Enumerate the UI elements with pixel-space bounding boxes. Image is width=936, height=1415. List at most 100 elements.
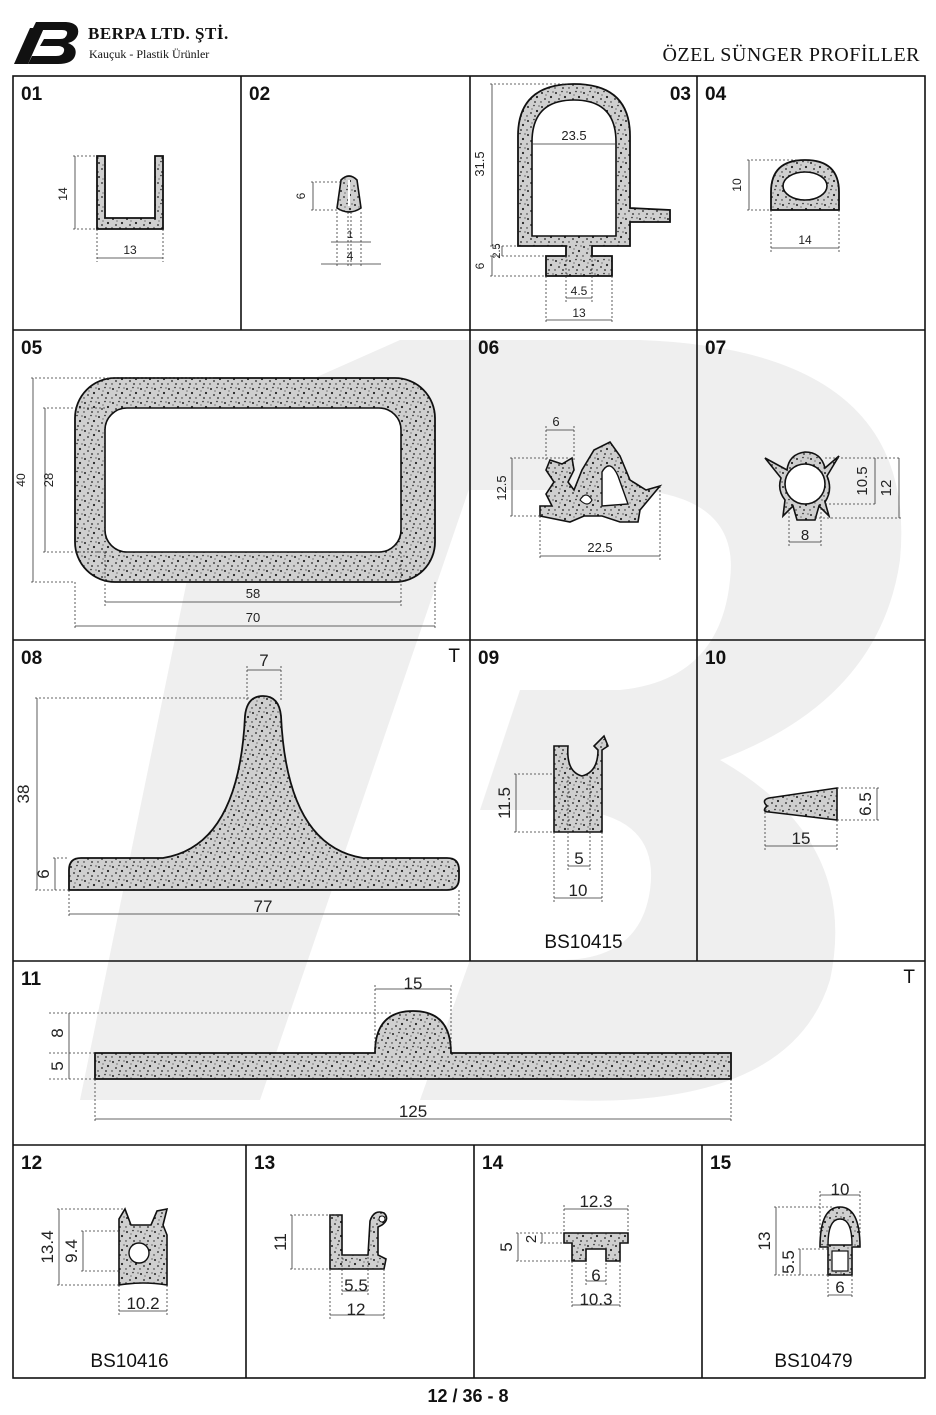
dimension-label: 10.5 (854, 466, 871, 495)
profile-drawing-12: 13.4 9.4 10.2 (38, 1207, 169, 1315)
berpa-logo-icon (14, 22, 79, 64)
dimension-label: 6 (835, 1278, 844, 1297)
page-title: ÖZEL SÜNGER PROFİLLER (662, 44, 920, 66)
profile-number: 11 (21, 969, 42, 990)
dimension-label: 12.5 (494, 475, 509, 500)
dimension-label: 14 (56, 187, 70, 201)
profile-drawing-08: 7 38 6 77 (14, 651, 460, 918)
company-tagline: Kauçuk - Plastik Ürünler (89, 47, 210, 61)
profile-mark: T (448, 646, 460, 667)
dimension-label: 15 (792, 829, 811, 848)
dimension-label: 6 (34, 869, 53, 878)
dimension-label: 6 (591, 1266, 600, 1285)
profile-drawing-05: 40 28 58 70 (14, 377, 436, 628)
dimension-label: 4 (347, 249, 354, 263)
profile-number: 05 (21, 338, 43, 359)
dimension-label: 8 (801, 527, 809, 544)
dimension-label: 11.5 (495, 787, 514, 819)
product-code: BS10416 (90, 1351, 169, 1372)
dimension-label: 10.3 (579, 1290, 612, 1309)
profile-number: 02 (249, 84, 271, 105)
page-number: 12 / 36 - 8 (427, 1386, 509, 1406)
profile-number: 09 (478, 648, 500, 669)
dimension-label: 58 (246, 586, 260, 601)
dimension-label: 13.4 (38, 1230, 57, 1263)
dimension-label: 5 (574, 849, 583, 868)
profile-drawing-06: 6 12.5 22.5 (494, 414, 663, 560)
dimension-label: 12 (878, 480, 895, 497)
dimension-label: 2 (523, 1235, 540, 1243)
dimension-label: 6 (552, 414, 559, 429)
dimension-label: 10.2 (126, 1294, 159, 1313)
profile-cell-09: 09 BS10415 11.5 5 10 (470, 640, 697, 961)
profile-number: 13 (254, 1153, 276, 1174)
dimension-label: 12.3 (579, 1192, 612, 1211)
dimension-label: 70 (246, 610, 260, 625)
profile-number: 10 (705, 648, 727, 669)
profile-cell-02: 02 6 1 4 (241, 76, 470, 330)
profile-drawing-09: 11.5 5 10 (495, 734, 609, 902)
dimension-label: 5 (497, 1242, 516, 1251)
profile-drawing-10: 6.5 15 (763, 787, 881, 850)
dimension-label: 5.5 (344, 1276, 368, 1295)
profile-drawing-02: 6 1 4 (294, 175, 381, 266)
profile-number: 08 (21, 648, 43, 669)
dimension-label: 22.5 (587, 540, 612, 555)
profile-drawing-13: 11 5.5 12 (271, 1211, 388, 1319)
dimension-label: 28 (41, 473, 56, 487)
profile-cell-13: 13 11 5.5 12 (246, 1145, 474, 1378)
dimension-label: 6 (473, 262, 487, 269)
dimension-label: 40 (14, 473, 28, 487)
profile-number: 12 (21, 1153, 43, 1174)
dimension-label: 9.4 (62, 1239, 81, 1263)
dimension-label: 5 (48, 1061, 67, 1070)
dimension-label: 11 (271, 1233, 290, 1251)
dimension-label: 77 (254, 897, 273, 916)
profile-cell-04: 04 10 14 (697, 76, 925, 330)
profile-number: 01 (21, 84, 43, 105)
profile-cell-14: 14 12.3 2 5 6 10.3 (474, 1145, 702, 1378)
dimension-label: 38 (14, 785, 33, 804)
profile-drawing-15: 10 13 5.5 6 (755, 1180, 861, 1299)
profile-drawing-11: 15 8 5 125 (48, 974, 732, 1123)
dimension-label: 10 (730, 178, 744, 192)
dimension-label: 7 (259, 651, 268, 670)
profile-drawing-01: 14 13 (56, 155, 164, 262)
profile-cell-06: 06 6 12.5 22.5 (470, 330, 697, 640)
dimension-label: 2.5 (491, 243, 503, 258)
dimension-label: 6 (294, 192, 308, 199)
page-header: BERPA LTD. ŞTİ. Kauçuk - Plastik Ürünler… (0, 0, 936, 76)
product-code: BS10479 (774, 1351, 853, 1372)
dimension-label: 31.5 (472, 151, 487, 176)
profile-cell-10: 10 6.5 15 (697, 640, 925, 961)
profile-mark: T (903, 967, 915, 988)
dimension-label: 10 (569, 881, 588, 900)
profile-drawing-03: 23.5 31.5 2.5 6 4.5 13 (472, 83, 671, 322)
product-code: BS10415 (544, 932, 623, 953)
profile-cell-01: 01 14 13 (13, 76, 241, 330)
profile-number: 03 (669, 84, 691, 105)
profile-number: 07 (705, 338, 727, 359)
profile-cell-15: 15 BS10479 10 13 5.5 6 (702, 1145, 925, 1378)
profile-cell-05: 05 40 28 58 70 (13, 330, 470, 640)
profile-drawing-07: 10.5 12 8 (764, 451, 903, 546)
dimension-label: 23.5 (561, 128, 586, 143)
company-name: BERPA LTD. ŞTİ. (88, 24, 229, 43)
dimension-label: 8 (48, 1028, 67, 1037)
dimension-label: 13 (755, 1232, 774, 1251)
dimension-label: 12 (347, 1300, 366, 1319)
profile-cell-08: 08 T 7 38 6 77 (13, 640, 470, 961)
profile-number: 04 (705, 84, 727, 105)
profile-drawing-04: 10 14 (730, 159, 840, 252)
profile-cell-03: 03 23.5 31.5 2.5 6 4.5 13 (470, 76, 697, 330)
dimension-label: 13 (123, 243, 137, 257)
dimension-label: 10 (831, 1180, 850, 1199)
dimension-label: 6.5 (856, 792, 875, 816)
dimension-label: 1 (347, 229, 353, 241)
profile-number: 14 (482, 1153, 504, 1174)
dimension-label: 125 (399, 1102, 427, 1121)
profile-cell-12: 12 BS10416 13.4 9.4 10.2 (13, 1145, 246, 1378)
dimension-label: 15 (404, 974, 423, 993)
dimension-label: 5.5 (779, 1250, 798, 1274)
profile-cell-11: 11 T 15 8 5 125 (13, 961, 925, 1145)
